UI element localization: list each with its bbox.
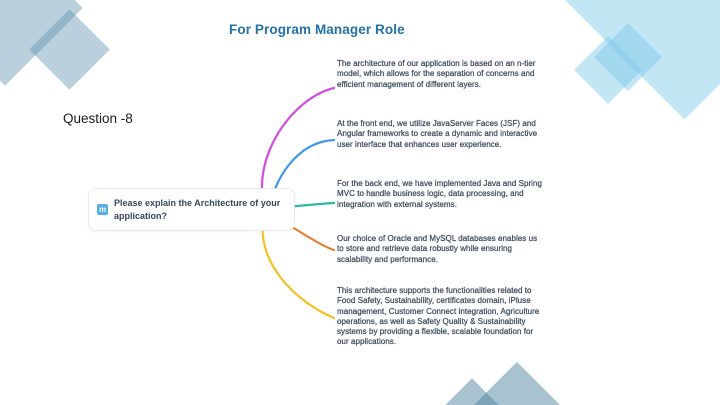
branch-text-architecture-overview: The architecture of our application is b… (337, 59, 536, 89)
decor-triangle-bottom-large (468, 361, 566, 405)
branch-text-functionalities: This architecture supports the functiona… (337, 286, 540, 347)
mindmap-root-node: m Please explain the Architecture of you… (88, 188, 295, 231)
mindmap-node-text: Please explain the Architecture of your … (114, 197, 281, 221)
question-label: Question -8 (63, 111, 133, 126)
branch-text-databases: Our choice of Oracle and MySQL databases… (337, 234, 538, 264)
branch-text-back-end: For the back end, we have implemented Ja… (337, 179, 542, 209)
slide-title: For Program Manager Role (229, 22, 405, 37)
branch-text-front-end: At the front end, we utilize JavaServer … (337, 119, 538, 149)
mindmap-node-icon: m (97, 204, 108, 215)
